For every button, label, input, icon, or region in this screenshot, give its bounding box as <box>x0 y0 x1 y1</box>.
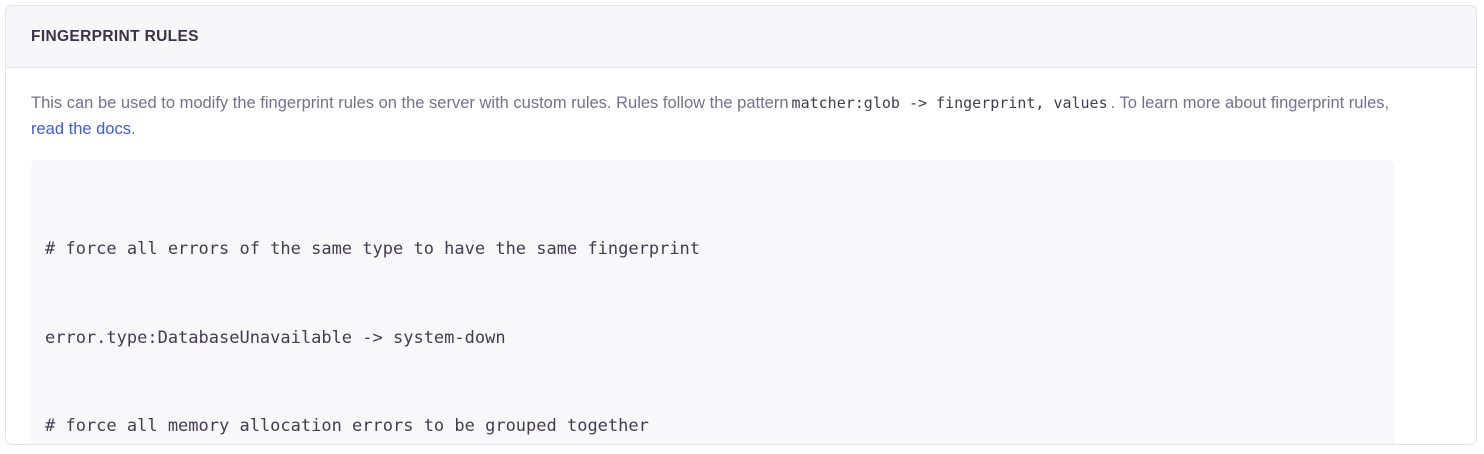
code-line: error.type:DatabaseUnavailable -> system… <box>45 327 506 348</box>
description-text-before-code: This can be used to modify the fingerpri… <box>31 94 789 112</box>
fingerprint-rules-panel: FINGERPRINT RULES This can be used to mo… <box>5 5 1477 445</box>
panel-body: This can be used to modify the fingerpri… <box>6 68 1476 444</box>
description-text: This can be used to modify the fingerpri… <box>31 90 1391 142</box>
example-rules-code-block: # force all errors of the same type to h… <box>31 160 1394 444</box>
page-title: FINGERPRINT RULES <box>31 27 199 45</box>
panel-header: FINGERPRINT RULES <box>6 6 1476 68</box>
code-line: # force all memory allocation errors to … <box>45 416 649 436</box>
inline-code-pattern: matcher:glob -> fingerprint, values <box>791 94 1108 112</box>
description-text-end: . <box>130 120 136 138</box>
read-the-docs-link[interactable]: read the docs <box>31 120 131 138</box>
code-line: # force all errors of the same type to h… <box>45 239 701 259</box>
description-text-after-code: . To learn more about fingerprint rules, <box>1110 94 1390 112</box>
